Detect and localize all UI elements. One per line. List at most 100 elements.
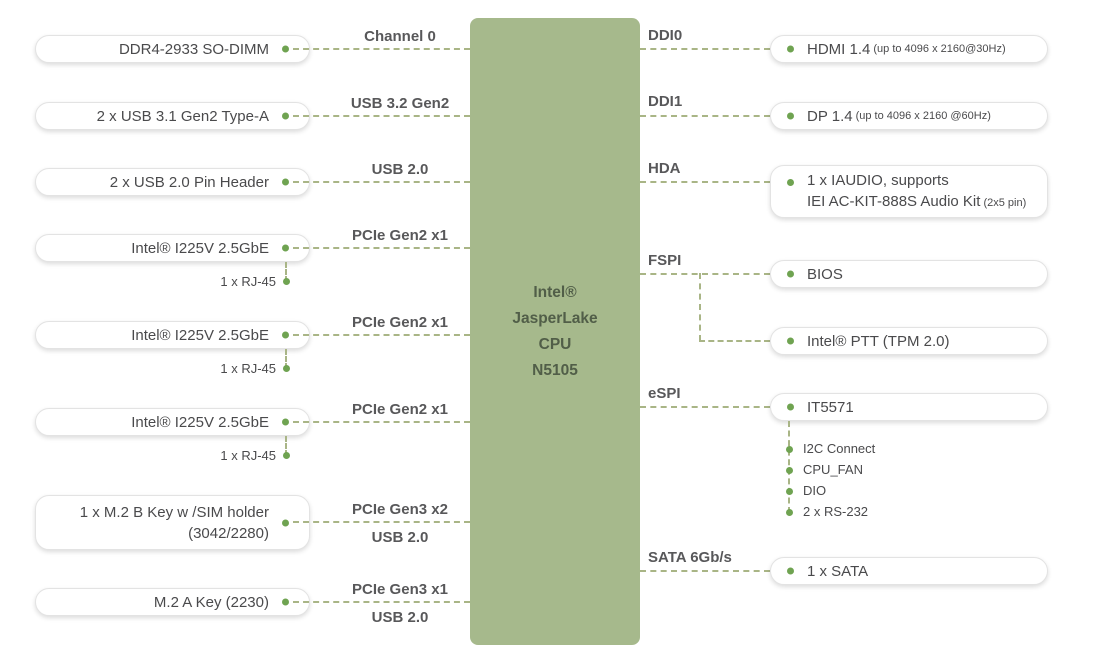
- bus-label-ddi1: DDI1: [648, 93, 683, 110]
- connector-dot: [283, 365, 290, 372]
- bus-label-espi: eSPI: [648, 385, 681, 402]
- sub-item-rs232: 2 x RS-232: [803, 504, 869, 519]
- connector-dot: [786, 509, 793, 516]
- bus-label-usb20-b: USB 2.0: [371, 529, 429, 546]
- box-audio: 1 x IAUDIO, supports IEI AC-KIT-888S Aud…: [770, 165, 1048, 218]
- bus-label-usb32: USB 3.2 Gen2: [350, 95, 450, 112]
- bus-label-hda: HDA: [648, 160, 681, 177]
- box-label: Intel® I225V 2.5GbE: [131, 326, 269, 344]
- port-label-rj45-1: 1 x RJ-45: [220, 274, 276, 289]
- box-m2-bkey: 1 x M.2 B Key w /SIM holder (3042/2280): [35, 495, 310, 550]
- port-label-rj45-2: 1 x RJ-45: [220, 361, 276, 376]
- box-i225v-1: Intel® I225V 2.5GbE: [35, 234, 310, 262]
- box-bios: BIOS: [770, 260, 1048, 288]
- box-label: 2 x USB 2.0 Pin Header: [109, 173, 269, 191]
- box-note: (up to 4096 x 2160 @60Hz): [855, 110, 991, 122]
- connector-line: [285, 349, 287, 369]
- connector-dot: [787, 179, 794, 186]
- box-note: (up to 4096 x 2160@30Hz): [873, 43, 1006, 55]
- bus-label-usb20-a: USB 2.0: [371, 609, 429, 626]
- connector-dot: [787, 403, 794, 411]
- box-label: IT5571: [807, 398, 854, 416]
- cpu-family: JasperLake: [512, 309, 598, 327]
- box-label: BIOS: [807, 265, 843, 283]
- box-label: 1 x M.2 B Key w /SIM holder: [79, 503, 269, 521]
- connector-dot: [786, 467, 793, 474]
- cpu-block: Intel® JasperLake CPU N5105: [470, 18, 640, 645]
- connector-dot: [282, 331, 289, 339]
- connector-dot: [787, 45, 794, 53]
- connector-line: [293, 334, 470, 336]
- connector-line: [640, 48, 770, 50]
- connector-dot: [787, 337, 794, 345]
- box-note: (2x5 pin): [983, 196, 1027, 209]
- connector-line: [699, 340, 770, 342]
- box-label: 1 x SATA: [807, 562, 869, 580]
- connector-line: [285, 436, 287, 456]
- box-ddr4-sodimm: DDR4-2933 SO-DIMM: [35, 35, 310, 63]
- box-label-2: IEI AC-KIT-888S Audio Kit(2x5 pin): [807, 191, 1026, 214]
- connector-dot: [283, 278, 290, 285]
- sub-item-cpufan: CPU_FAN: [803, 462, 863, 477]
- connector-line: [293, 247, 470, 249]
- box-i225v-2: Intel® I225V 2.5GbE: [35, 321, 310, 349]
- connector-dot: [282, 418, 289, 426]
- box-dp: DP 1.4 (up to 4096 x 2160 @60Hz): [770, 102, 1048, 130]
- bus-label-ddi0: DDI0: [648, 27, 683, 44]
- box-hdmi: HDMI 1.4 (up to 4096 x 2160@30Hz): [770, 35, 1048, 63]
- connector-line: [293, 421, 470, 423]
- connector-line: [293, 115, 470, 117]
- bus-label-pcie-gen2-1: PCIe Gen2 x1: [352, 227, 448, 244]
- connector-dot: [282, 519, 289, 526]
- connector-line: [640, 273, 770, 275]
- cpu-type: CPU: [538, 335, 572, 353]
- connector-line: [640, 406, 770, 408]
- connector-line: [640, 115, 770, 117]
- box-usb31-typea: 2 x USB 3.1 Gen2 Type-A: [35, 102, 310, 130]
- connector-dot: [787, 567, 794, 575]
- box-label: Intel® I225V 2.5GbE: [131, 239, 269, 257]
- box-label: HDMI 1.4: [807, 40, 871, 58]
- box-label: 1 x IAUDIO, supports: [807, 171, 949, 189]
- connector-dot: [787, 270, 794, 278]
- bus-label-usb20: USB 2.0: [371, 161, 429, 178]
- bus-label-pcie-gen3x1: PCIe Gen3 x1: [352, 581, 448, 598]
- bus-label-sata: SATA 6Gb/s: [648, 549, 732, 566]
- bus-label-pcie-gen2-2: PCIe Gen2 x1: [352, 314, 448, 331]
- cpu-brand: Intel®: [533, 283, 577, 301]
- box-sata: 1 x SATA: [770, 557, 1048, 585]
- connector-line: [640, 570, 770, 572]
- connector-line: [293, 601, 470, 603]
- bus-label-channel0: Channel 0: [364, 28, 436, 45]
- connector-dot: [282, 178, 289, 186]
- audio-kit-text: IEI AC-KIT-888S Audio Kit: [807, 192, 981, 210]
- box-usb20-pinheader: 2 x USB 2.0 Pin Header: [35, 168, 310, 196]
- connector-line: [640, 181, 770, 183]
- bus-label-fspi: FSPI: [648, 252, 682, 269]
- box-label: Intel® I225V 2.5GbE: [131, 413, 269, 431]
- connector-dot: [282, 112, 289, 120]
- box-label-2: (3042/2280): [188, 524, 269, 542]
- connector-dot: [787, 112, 794, 120]
- bus-label-pcie-gen3x2: PCIe Gen3 x2: [352, 501, 448, 518]
- connector-dot: [282, 598, 289, 606]
- connector-line: [293, 181, 470, 183]
- connector-dot: [282, 45, 289, 53]
- box-intel-ptt: Intel® PTT (TPM 2.0): [770, 327, 1048, 355]
- bus-label-pcie-gen2-3: PCIe Gen2 x1: [352, 401, 448, 418]
- port-label-rj45-3: 1 x RJ-45: [220, 448, 276, 463]
- sub-item-dio: DIO: [803, 483, 827, 498]
- connector-dot: [283, 452, 290, 459]
- box-label: M.2 A Key (2230): [153, 593, 269, 611]
- box-i225v-3: Intel® I225V 2.5GbE: [35, 408, 310, 436]
- connector-dot: [786, 446, 793, 453]
- box-m2-akey: M.2 A Key (2230): [35, 588, 310, 616]
- box-it5571: IT5571: [770, 393, 1048, 421]
- box-label: DDR4-2933 SO-DIMM: [118, 40, 269, 58]
- connector-dot: [282, 244, 289, 252]
- cpu-model: N5105: [532, 361, 578, 379]
- box-label: Intel® PTT (TPM 2.0): [807, 332, 950, 350]
- connector-line: [293, 48, 470, 50]
- box-label: 2 x USB 3.1 Gen2 Type-A: [96, 107, 269, 125]
